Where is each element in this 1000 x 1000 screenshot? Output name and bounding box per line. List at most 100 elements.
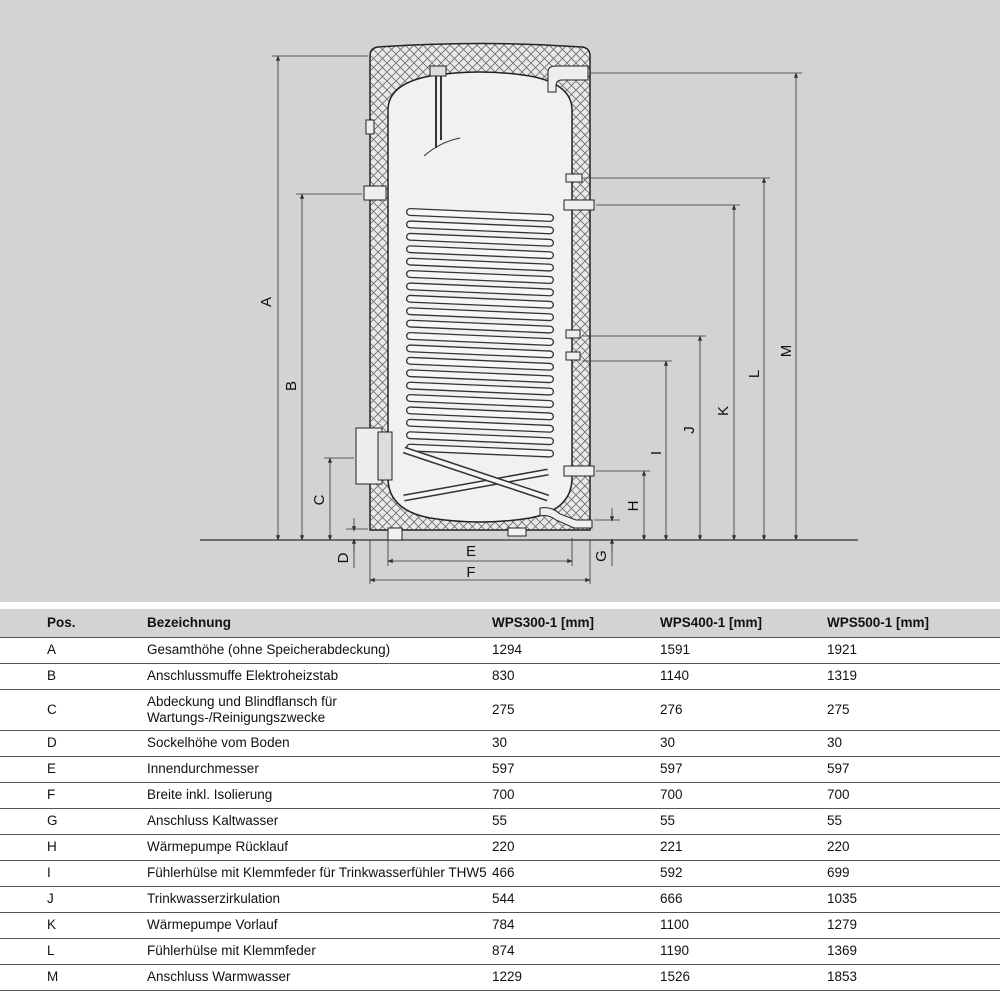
cell-v300: 1229 [492,964,660,991]
cell-v400: 55 [660,808,827,835]
cell-desc: Wärmepumpe Vorlauf [147,912,492,939]
cell-desc: Breite inkl. Isolierung [147,782,492,809]
cell-pos: A [0,637,147,664]
cell-v400: 276 [660,689,827,731]
cell-pos: D [0,730,147,757]
cell-v500: 1279 [827,912,1000,939]
dim-label-h: H [625,501,642,512]
cell-pos: J [0,886,147,913]
coil-tube-fill [407,345,553,358]
coil-tube-fill [407,407,553,420]
cell-v300: 55 [492,808,660,835]
cell-pos: M [0,964,147,991]
technical-diagram: A B C D E F G H I J K L M [0,0,1000,602]
header-wps300: WPS300-1 [mm] [492,609,660,638]
cell-v500: 699 [827,860,1000,887]
coil-tube-fill [407,283,553,296]
cell-v400: 666 [660,886,827,913]
top-anode [429,65,447,77]
hot-water-pipe [547,65,589,93]
coil-tube-fill [407,382,553,395]
cell-v300: 466 [492,860,660,887]
cell-v500: 1319 [827,663,1000,690]
cell-v300: 220 [492,834,660,861]
cell-v400: 221 [660,834,827,861]
cell-v300: 597 [492,756,660,783]
dim-label-g: G [593,550,610,562]
cell-v400: 597 [660,756,827,783]
cell-desc: Fühlerhülse mit Klemmfeder für Trinkwass… [147,860,492,887]
cell-v300: 874 [492,938,660,965]
tank-drawing: A B C D E F G H I J K L M [200,42,858,584]
coil-tube-fill [407,308,553,320]
cell-v400: 1190 [660,938,827,965]
cell-desc: Sockelhöhe vom Boden [147,730,492,757]
cell-desc: Gesamthöhe (ohne Speicherabdeckung) [147,637,492,664]
cell-v500: 30 [827,730,1000,757]
coil-tube-fill [407,444,553,457]
dim-label-c: C [311,494,328,505]
cell-pos: B [0,663,147,690]
cell-v300: 830 [492,663,660,690]
cell-v400: 1100 [660,912,827,939]
tank-foot-left [387,527,403,541]
dim-label-a: A [258,297,275,307]
dim-label-d: D [335,552,352,563]
dim-label-m: M [778,345,795,358]
cell-desc: Innendurchmesser [147,756,492,783]
header-pos: Pos. [0,609,147,638]
coil-tube-fill [407,246,553,258]
cell-desc: Trinkwasserzirkulation [147,886,492,913]
dimension-table: Pos. Bezeichnung WPS300-1 [mm] WPS400-1 … [0,609,1000,991]
cell-v400: 1591 [660,637,827,664]
cell-desc: Anschluss Kaltwasser [147,808,492,835]
cell-desc: Wärmepumpe Rücklauf [147,834,492,861]
coil-tube-fill [407,370,553,382]
cell-v500: 597 [827,756,1000,783]
cell-v500: 1035 [827,886,1000,913]
header-wps500: WPS500-1 [mm] [827,609,1000,638]
cell-desc: Abdeckung und Blindflansch für Wartungs-… [147,689,492,731]
tank-foot-right [507,527,527,537]
cell-desc: Anschlussmuffe Elektroheizstab [147,663,492,690]
cell-v500: 1921 [827,637,1000,664]
coil-tube-fill [407,296,553,308]
electric-heater-socket [363,185,387,201]
coil-tube-fill [407,333,553,345]
coil-tube-fill [407,221,553,234]
coil-tube-fill [407,258,553,271]
coil-tube-fill [407,420,553,432]
cell-v400: 700 [660,782,827,809]
cell-v500: 1369 [827,938,1000,965]
cell-desc: Fühlerhülse mit Klemmfeder [147,938,492,965]
cell-v400: 1140 [660,663,827,690]
coil-tube-fill [407,271,553,283]
cell-pos: G [0,808,147,835]
cell-v500: 220 [827,834,1000,861]
cell-pos: K [0,912,147,939]
cell-v300: 700 [492,782,660,809]
cell-desc: Anschluss Warmwasser [147,964,492,991]
cell-v400: 30 [660,730,827,757]
coil-tube-fill [407,395,553,407]
coil-tube-fill [407,234,553,246]
cell-v400: 592 [660,860,827,887]
coil-tube-fill [407,432,553,444]
dim-label-k: K [715,406,732,416]
dim-label-e: E [466,543,476,560]
cell-pos: C [0,689,147,731]
cell-pos: L [0,938,147,965]
cell-pos: H [0,834,147,861]
cell-pos: E [0,756,147,783]
cell-v300: 30 [492,730,660,757]
coil-tube-fill [407,358,553,370]
